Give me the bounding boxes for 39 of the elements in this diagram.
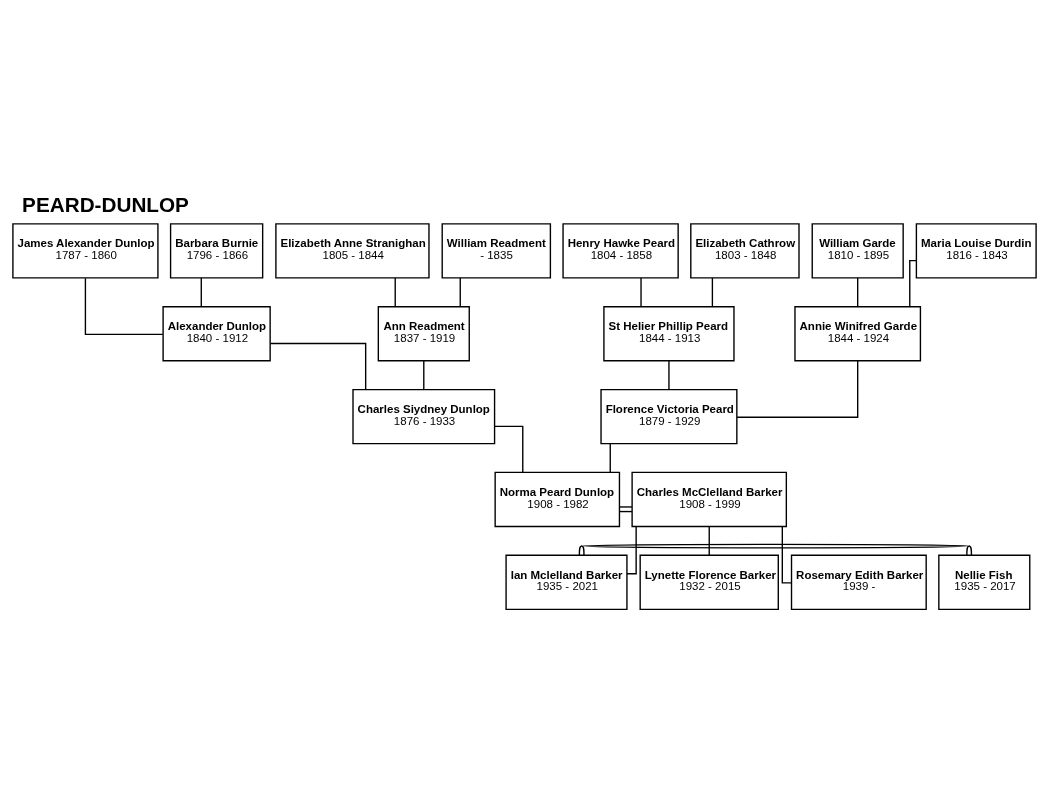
- connector: [781, 525, 793, 584]
- node-box: Nellie Fish 1935 - 2017: [938, 554, 1031, 610]
- node-box: Charles McClelland Barker 1908 - 1999: [631, 471, 788, 527]
- node-box: Charles Siydney Dunlop 1876 - 1933: [352, 388, 496, 444]
- connector: [394, 276, 396, 307]
- node-box: Elizabeth Cathrow 1803 - 1848: [690, 222, 800, 279]
- node-box: Ian Mclelland Barker 1935 - 2021: [505, 554, 628, 610]
- connector: [578, 543, 973, 556]
- connector: [494, 425, 524, 473]
- diagram-title: PEARD-DUNLOP: [22, 192, 189, 216]
- connector: [640, 276, 642, 307]
- node-box: Barbara Burnie 1796 - 1866: [169, 222, 264, 279]
- connector: [626, 525, 637, 574]
- connector: [269, 342, 367, 390]
- node-box: Florence Victoria Peard 1879 - 1929: [600, 388, 738, 444]
- node-box: Ann Readment 1837 - 1919: [377, 305, 470, 361]
- connector: [668, 359, 670, 390]
- node-box: Rosemary Edith Barker 1939 -: [790, 554, 927, 610]
- connector: [609, 442, 611, 473]
- node-box: Norma Peard Dunlop 1908 - 1982: [494, 471, 621, 527]
- connector: [84, 277, 164, 335]
- connector: [736, 359, 859, 418]
- node-box: Maria Louise Durdin 1816 - 1843: [915, 222, 1037, 279]
- connector: [423, 359, 425, 390]
- node-box: William Garde 1810 - 1895: [811, 222, 904, 279]
- node-box: Elizabeth Anne Stranighan 1805 - 1844: [275, 222, 430, 279]
- node-box: William Readment - 1835: [441, 222, 552, 279]
- connector: [459, 276, 461, 307]
- node-box: James Alexander Dunlop 1787 - 1860: [12, 222, 159, 279]
- node-box: St Helier Phillip Peard 1844 - 1913: [603, 305, 735, 361]
- connector: [857, 276, 859, 307]
- node-box: Annie Winifred Garde 1844 - 1924: [794, 305, 922, 361]
- connector: [708, 525, 710, 556]
- connector: [711, 276, 714, 307]
- connector: [200, 276, 202, 307]
- node-box: Henry Hawke Peard 1804 - 1858: [562, 222, 679, 279]
- node-box: Alexander Dunlop 1840 - 1912: [162, 305, 271, 361]
- node-box: Lynette Florence Barker 1932 - 2015: [639, 554, 779, 610]
- connector: [909, 259, 918, 307]
